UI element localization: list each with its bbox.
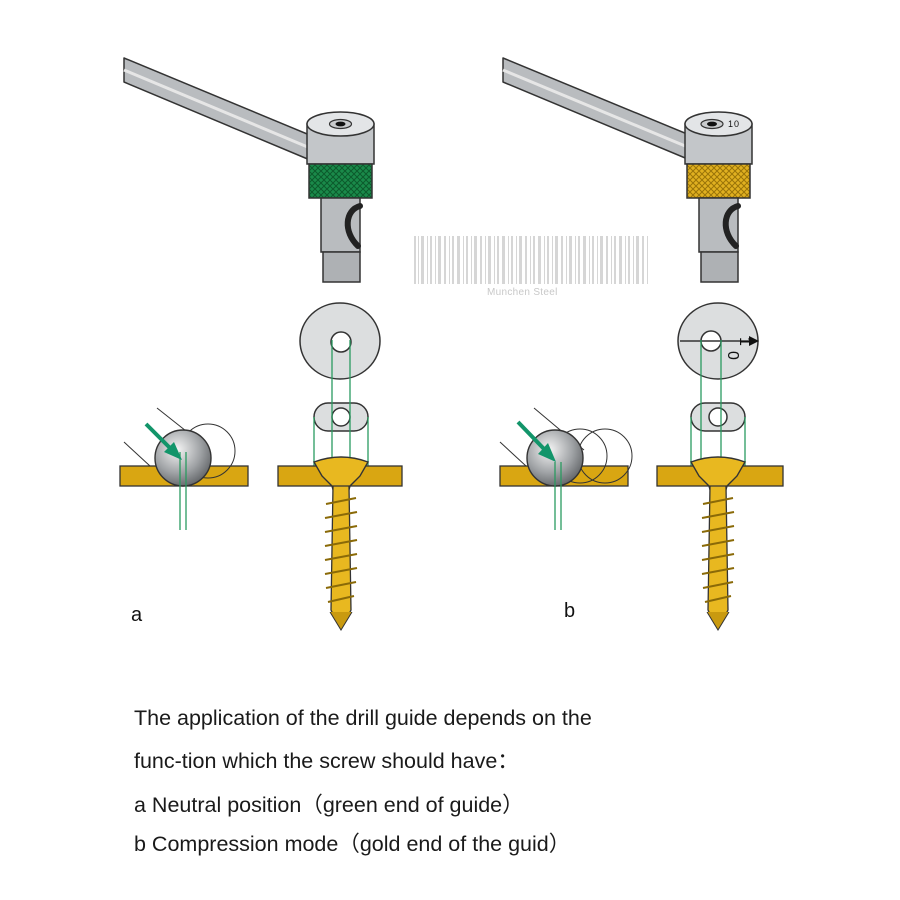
caption-line-1: The application of the drill guide depen… (134, 706, 592, 730)
screw-b (689, 456, 747, 631)
guide-marking-symbol: 0 (724, 351, 741, 360)
svg-text:0: 0 (734, 119, 739, 129)
ball-diagram-b (499, 407, 633, 530)
screw-a (312, 456, 370, 631)
ball-diagram-a (123, 407, 236, 530)
gold-knurled-collar (686, 163, 751, 199)
svg-text:1: 1 (728, 119, 733, 129)
guide-marking-number: 1 (736, 337, 753, 346)
washer-b: 1 0 (677, 302, 759, 380)
green-knurled-collar (308, 163, 373, 199)
guide-marking: 1 0 (724, 337, 753, 360)
guide-lines-b (690, 340, 746, 470)
panel-label-a: a (131, 604, 143, 626)
arrow-icon (144, 422, 182, 460)
washer-a (299, 302, 381, 380)
arrow-icon (516, 420, 556, 462)
drill-guide-b: 1 0 (502, 57, 753, 283)
drill-guide-a (123, 57, 375, 283)
oblong-hole-b (690, 402, 746, 432)
watermark-text: Munchen Steel (487, 287, 558, 298)
panel-label-b: b (564, 600, 576, 622)
barcode-watermark (414, 236, 648, 284)
caption-line-2: func-tion which the screw should have： (134, 749, 519, 773)
oblong-hole-a (313, 402, 369, 432)
caption-line-3: a Neutral position（green end of guide） (134, 793, 524, 817)
guide-lines-a (313, 340, 369, 470)
caption-line-4: b Compression mode（gold end of the guid） (134, 832, 571, 856)
